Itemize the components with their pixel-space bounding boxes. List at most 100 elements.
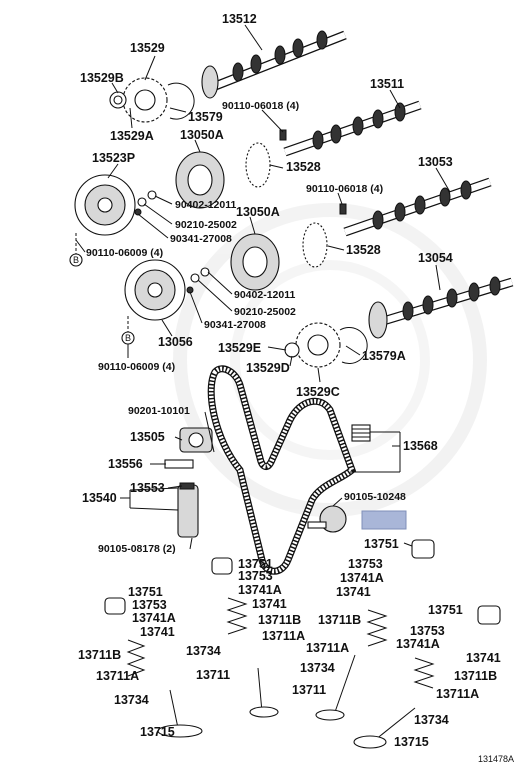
label-13711A-left: 13711A — [96, 669, 139, 683]
camshaft-13511[interactable] — [283, 100, 422, 157]
label-13529B: 13529B — [80, 71, 124, 85]
camshaft-13053[interactable] — [343, 177, 492, 237]
label-13711B-left: 13711B — [78, 648, 121, 662]
label-13056: 13056 — [158, 335, 193, 349]
label-13529: 13529 — [130, 41, 165, 55]
washer-13529B[interactable] — [109, 91, 127, 109]
label-90110-06009-lower: 90110-06009 (4) — [98, 361, 175, 373]
label-13529C: 13529C — [296, 385, 340, 399]
label-90110-06018-lower: 90110-06018 (4) — [306, 183, 383, 195]
label-13734-rightmost: 13734 — [414, 713, 449, 727]
pin-13553[interactable] — [179, 482, 195, 490]
label-13711-center: 13711 — [196, 668, 230, 682]
camshaft-13054[interactable] — [368, 276, 514, 339]
label-13528-lower: 13528 — [346, 243, 381, 257]
spring-13711B-center[interactable] — [226, 597, 248, 635]
label-13050A-lower: 13050A — [236, 205, 280, 219]
label-13529E: 13529E — [218, 341, 261, 355]
label-13751-rightmost: 13751 — [428, 603, 463, 617]
gear-13528-upper[interactable] — [245, 142, 271, 188]
label-13753-right: 13753 — [348, 557, 383, 571]
bolt-90110-06018-upper[interactable] — [279, 129, 287, 141]
pin-90341-27008-upper[interactable] — [134, 208, 142, 216]
lifter-13751-center[interactable] — [211, 557, 233, 575]
label-13741A-right: 13741A — [340, 571, 384, 585]
spring-13711B-right[interactable] — [366, 609, 388, 647]
label-13556: 13556 — [108, 457, 143, 471]
label-13715-rightmost: 13715 — [394, 735, 429, 749]
label-90110-06009-upper: 90110-06009 (4) — [86, 247, 163, 259]
pulley-13056[interactable] — [124, 259, 186, 321]
label-90105-10248: 90105-10248 — [344, 491, 406, 503]
label-13753-left: 13753 — [132, 598, 167, 612]
label-13715-left: 13715 — [140, 725, 175, 739]
label-13734-left: 13734 — [114, 693, 149, 707]
stud-13556[interactable] — [164, 459, 194, 469]
label-13741-left: 13741 — [140, 625, 175, 639]
valve-13715-left[interactable] — [157, 689, 203, 738]
label-13529D: 13529D — [246, 361, 290, 375]
gear-13529C[interactable] — [295, 322, 341, 368]
label-13741A-center: 13741A — [238, 583, 282, 597]
bolt-90402-12011-upper[interactable] — [147, 190, 157, 200]
svg-text:B: B — [125, 333, 131, 343]
valve-13715-right[interactable] — [353, 707, 416, 749]
label-13751-mid: 13751 — [364, 537, 399, 551]
lifter-13751-right[interactable] — [477, 605, 501, 625]
label-13741-right: 13741 — [336, 585, 371, 599]
ref-marker-b-upper: B — [69, 233, 83, 267]
label-13511: 13511 — [370, 77, 404, 91]
label-90402-12011-upper: 90402-12011 — [175, 199, 236, 211]
label-13741A-rightmost: 13741A — [396, 637, 440, 651]
lifter-13751-left[interactable] — [104, 597, 126, 615]
label-13053: 13053 — [418, 155, 453, 169]
label-13734-right: 13734 — [300, 661, 335, 675]
label-13711B-rightmost: 13711B — [454, 669, 497, 683]
vvt-unit-13050A-lower[interactable] — [230, 233, 280, 291]
label-90201-10101: 90201-10101 — [128, 405, 190, 417]
label-13711A-right: 13711A — [306, 641, 349, 655]
idler-pulley-13505[interactable] — [179, 427, 213, 453]
snap-ring-13579A[interactable] — [339, 327, 368, 364]
highlight-box[interactable] — [361, 510, 407, 530]
valve-13711-center[interactable] — [249, 667, 279, 718]
label-90341-27008-lower: 90341-27008 — [204, 319, 266, 331]
pulley-13523P[interactable] — [74, 174, 136, 236]
label-90110-06018-upper: 90110-06018 (4) — [222, 100, 299, 112]
bolt-90402-12011-lower[interactable] — [200, 267, 210, 277]
label-13054: 13054 — [418, 251, 453, 265]
lifter-13751-mid[interactable] — [411, 539, 435, 559]
belt-inset-13568 — [351, 424, 371, 442]
label-13050A-upper: 13050A — [180, 128, 224, 142]
label-90105-08178: 90105-08178 (2) — [98, 543, 176, 555]
part-labels: 13512 13529 13529B 13529A 13579 13050A 1… — [78, 12, 514, 764]
valve-13711-right[interactable] — [315, 654, 356, 721]
svg-text:B: B — [73, 255, 79, 265]
washer-13529D[interactable] — [284, 342, 300, 358]
label-13751-left: 13751 — [128, 585, 163, 599]
label-13568: 13568 — [403, 439, 438, 453]
label-13711-right: 13711 — [292, 683, 326, 697]
diagram-id: 131478A — [478, 754, 514, 764]
bolt-90110-06018-lower[interactable] — [339, 203, 347, 215]
idler-90105-10248[interactable] — [307, 505, 347, 533]
label-90402-12011-lower: 90402-12011 — [234, 289, 295, 301]
label-13751-center: 13751 — [238, 557, 273, 571]
spring-13711B-rightmost[interactable] — [413, 657, 435, 689]
label-90210-25002-lower: 90210-25002 — [234, 306, 296, 318]
tensioner-13540[interactable] — [177, 484, 199, 538]
washer-90210-25002-lower[interactable] — [190, 273, 200, 283]
gear-13529[interactable] — [122, 77, 168, 123]
ref-marker-b-lower: B — [121, 316, 135, 345]
label-13753-rightmost: 13753 — [410, 624, 445, 638]
spring-13711B-left[interactable] — [126, 639, 146, 677]
gear-13528-lower[interactable] — [302, 222, 328, 268]
camshaft-13512[interactable] — [201, 30, 347, 99]
label-13753-center: 13753 — [238, 569, 273, 583]
timing-belt-13568[interactable] — [207, 365, 357, 575]
leader-lines — [75, 24, 451, 550]
label-13734-center: 13734 — [186, 644, 221, 658]
label-13711A-center: 13711A — [262, 629, 305, 643]
label-13540: 13540 — [82, 491, 117, 505]
snap-ring-13579[interactable] — [167, 82, 195, 120]
